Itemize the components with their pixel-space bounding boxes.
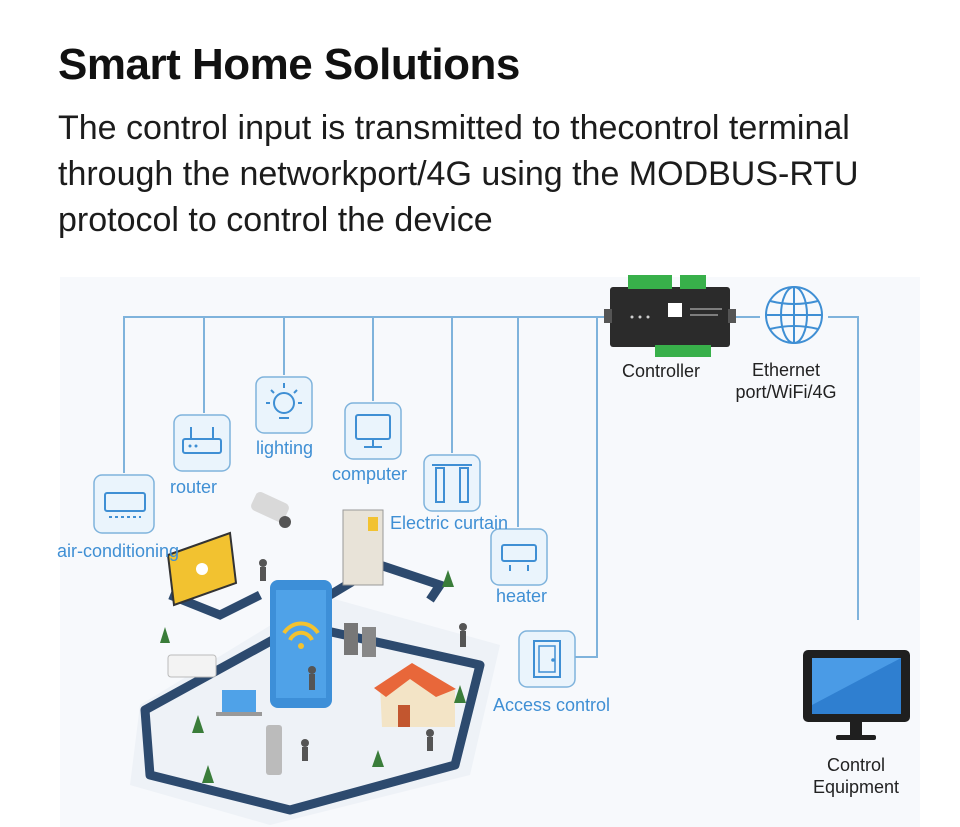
globe-icon <box>765 286 823 344</box>
computer-icon <box>344 402 402 460</box>
electric-curtain-label: Electric curtain <box>390 513 509 533</box>
computer-label: computer <box>332 464 408 484</box>
network-label: Ethernet port/WiFi/4G <box>735 360 837 402</box>
line-access-control <box>575 317 598 658</box>
ac-illustration <box>167 654 217 678</box>
air-conditioning-label: air-conditioning <box>57 541 180 561</box>
air-conditioning-icon <box>93 474 155 534</box>
control-equipment-label: Control Equipment <box>812 755 900 797</box>
electric-curtain-icon <box>423 454 481 512</box>
house-illustration <box>374 663 456 727</box>
diagram-canvas: air-conditioning router lighting compute… <box>0 265 960 827</box>
speaker-illustration <box>344 623 358 655</box>
router-icon <box>173 414 231 472</box>
diagram-svg <box>60 275 920 827</box>
heater-label: heater <box>496 586 548 606</box>
connection-lines <box>123 316 859 658</box>
laptop-illustration <box>222 690 256 712</box>
lighting-icon <box>255 376 313 434</box>
line-air-conditioning <box>123 316 610 473</box>
lighting-label: lighting <box>256 438 314 458</box>
controller-label: Controller <box>621 361 701 381</box>
smart-home-illustration <box>130 491 500 825</box>
controller-device <box>604 275 736 357</box>
people <box>259 559 467 761</box>
fridge-illustration <box>342 509 384 586</box>
page-subtitle: The control input is transmitted to thec… <box>58 109 859 239</box>
line-equipment <box>828 316 859 620</box>
lock-illustration <box>266 725 282 775</box>
heater-icon <box>490 528 548 586</box>
trees <box>160 570 466 783</box>
page-title: Smart Home Solutions <box>58 40 520 89</box>
access-control-icon <box>518 630 576 688</box>
monitor-icon <box>803 650 910 740</box>
camera-illustration <box>251 491 291 528</box>
router-label: router <box>170 477 218 497</box>
access-control-label: Access control <box>493 695 611 715</box>
